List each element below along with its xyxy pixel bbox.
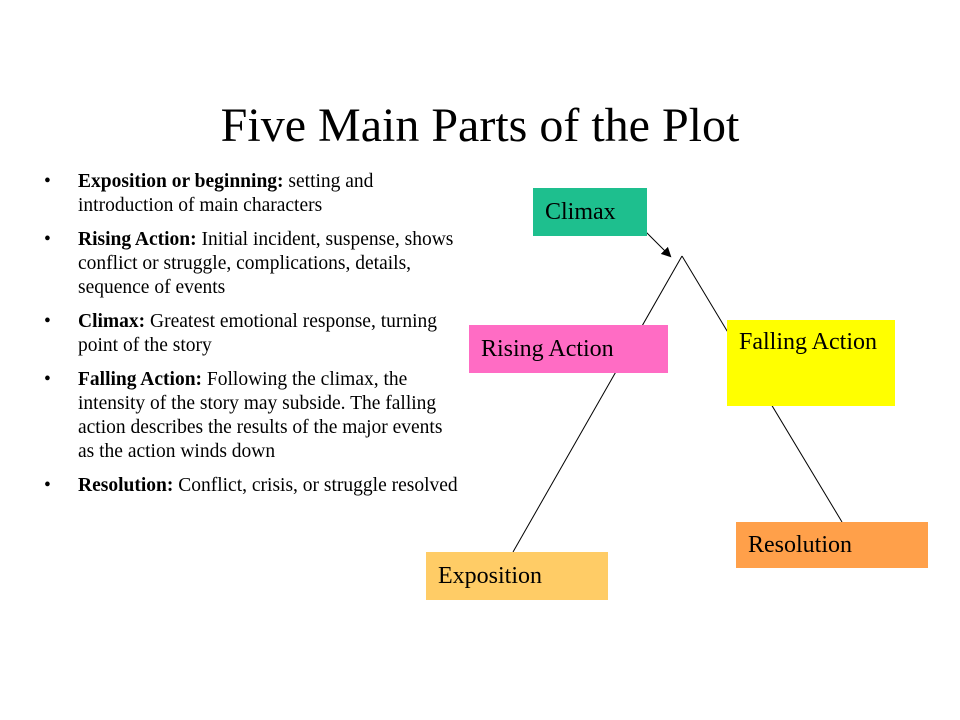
resolution-box: Resolution (736, 522, 928, 568)
slide-title: Five Main Parts of the Plot (220, 99, 740, 152)
bullet-term: Resolution: (78, 475, 174, 496)
bullet-text: setting and introduction of main charact… (78, 171, 374, 216)
falling-action-box: Falling Action (727, 320, 895, 406)
bullet-term: Exposition or beginning: (78, 171, 284, 192)
bullet-text: Initial incident, suspense, shows confli… (78, 229, 454, 298)
rising-action-box: Rising Action (469, 325, 668, 373)
bullet-term: Rising Action: (78, 229, 197, 250)
bullet-climax: Climax: Greatest emotional response, tur… (44, 310, 462, 358)
bullet-term: Climax: (78, 311, 146, 332)
rising-line (512, 255, 683, 553)
bullet-term: Falling Action: (78, 369, 203, 390)
bullet-falling-action: Falling Action: Following the climax, th… (44, 368, 462, 464)
bullet-exposition: Exposition or beginning: setting and int… (44, 170, 462, 218)
bullet-list: Exposition or beginning: setting and int… (44, 170, 462, 508)
bullet-rising-action: Rising Action: Initial incident, suspens… (44, 228, 462, 300)
climax-box: Climax (533, 188, 647, 236)
exposition-box: Exposition (426, 552, 608, 600)
bullet-resolution: Resolution: Conflict, crisis, or struggl… (44, 474, 462, 498)
bullet-text: Greatest emotional response, turning poi… (78, 311, 438, 356)
bullet-text: Following the climax, the intensity of t… (78, 369, 443, 462)
bullet-text: Conflict, crisis, or struggle resolved (173, 475, 458, 496)
